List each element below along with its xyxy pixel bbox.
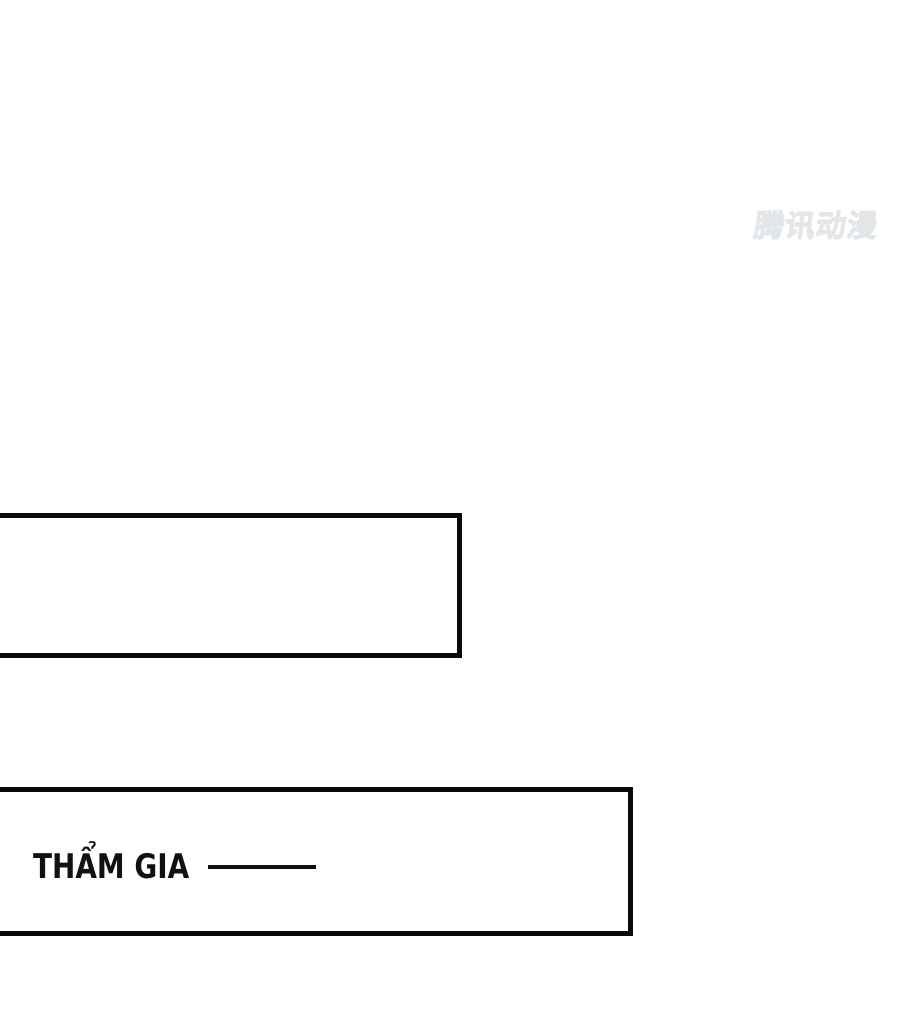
tencent-comics-watermark: 腾讯动漫 <box>740 203 892 251</box>
caption-rule <box>207 865 316 869</box>
caption-label: THẨM GIA <box>33 847 190 887</box>
comic-panel-1 <box>0 513 462 658</box>
watermark-label: 腾讯动漫 <box>751 209 881 245</box>
comic-panel-2: THẨM GIA <box>0 787 633 936</box>
caption-block: THẨM GIA <box>33 850 316 884</box>
